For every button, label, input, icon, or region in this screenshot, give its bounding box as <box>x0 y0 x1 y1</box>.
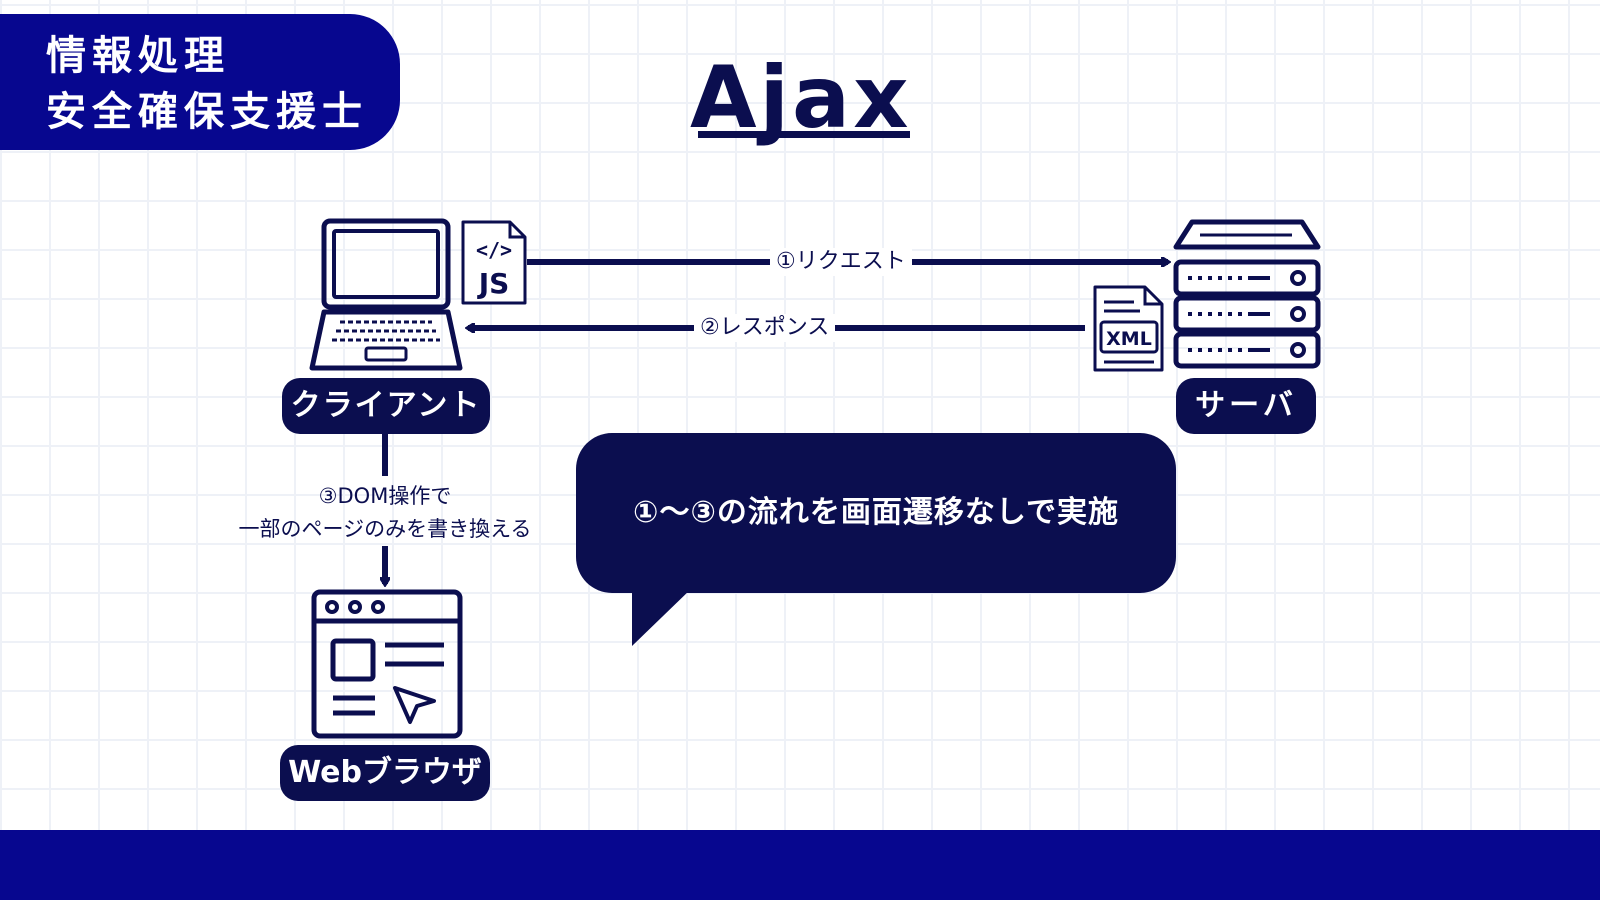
bubble-tail <box>632 588 692 646</box>
client-label: クライアント <box>282 378 490 434</box>
title-underline <box>698 131 910 138</box>
header-line-2: 安全確保支援士 <box>46 89 368 135</box>
speech-bubble: ①～③の流れを画面遷移なしで実施 <box>576 433 1176 593</box>
laptop-icon <box>309 218 463 371</box>
bottom-bar <box>0 830 1600 900</box>
js-code-glyph: </> <box>476 238 512 262</box>
browser-label: Webブラウザ <box>280 745 490 801</box>
dom-text-line-1: ③DOM操作で <box>318 484 452 508</box>
request-label: ①リクエスト <box>770 248 912 276</box>
server-label: サーバ <box>1176 378 1316 434</box>
header-line-1: 情報処理 <box>46 33 230 79</box>
response-label: ②レスポンス <box>694 314 836 342</box>
js-badge-text: JS <box>477 267 510 300</box>
dom-text-line-2: 一部のページのみを書き換える <box>238 517 532 541</box>
xml-file-icon: XML <box>1093 285 1164 372</box>
cursor-icon <box>393 686 436 724</box>
server-icon <box>1173 219 1321 369</box>
browser-window-icon <box>311 589 463 739</box>
dom-operation-text: ③DOM操作で 一部のページのみを書き換える <box>210 480 560 546</box>
header-badge: 情報処理 安全確保支援士 <box>0 14 400 150</box>
js-file-icon: </> JS <box>461 220 527 305</box>
xml-badge-text: XML <box>1106 328 1152 350</box>
